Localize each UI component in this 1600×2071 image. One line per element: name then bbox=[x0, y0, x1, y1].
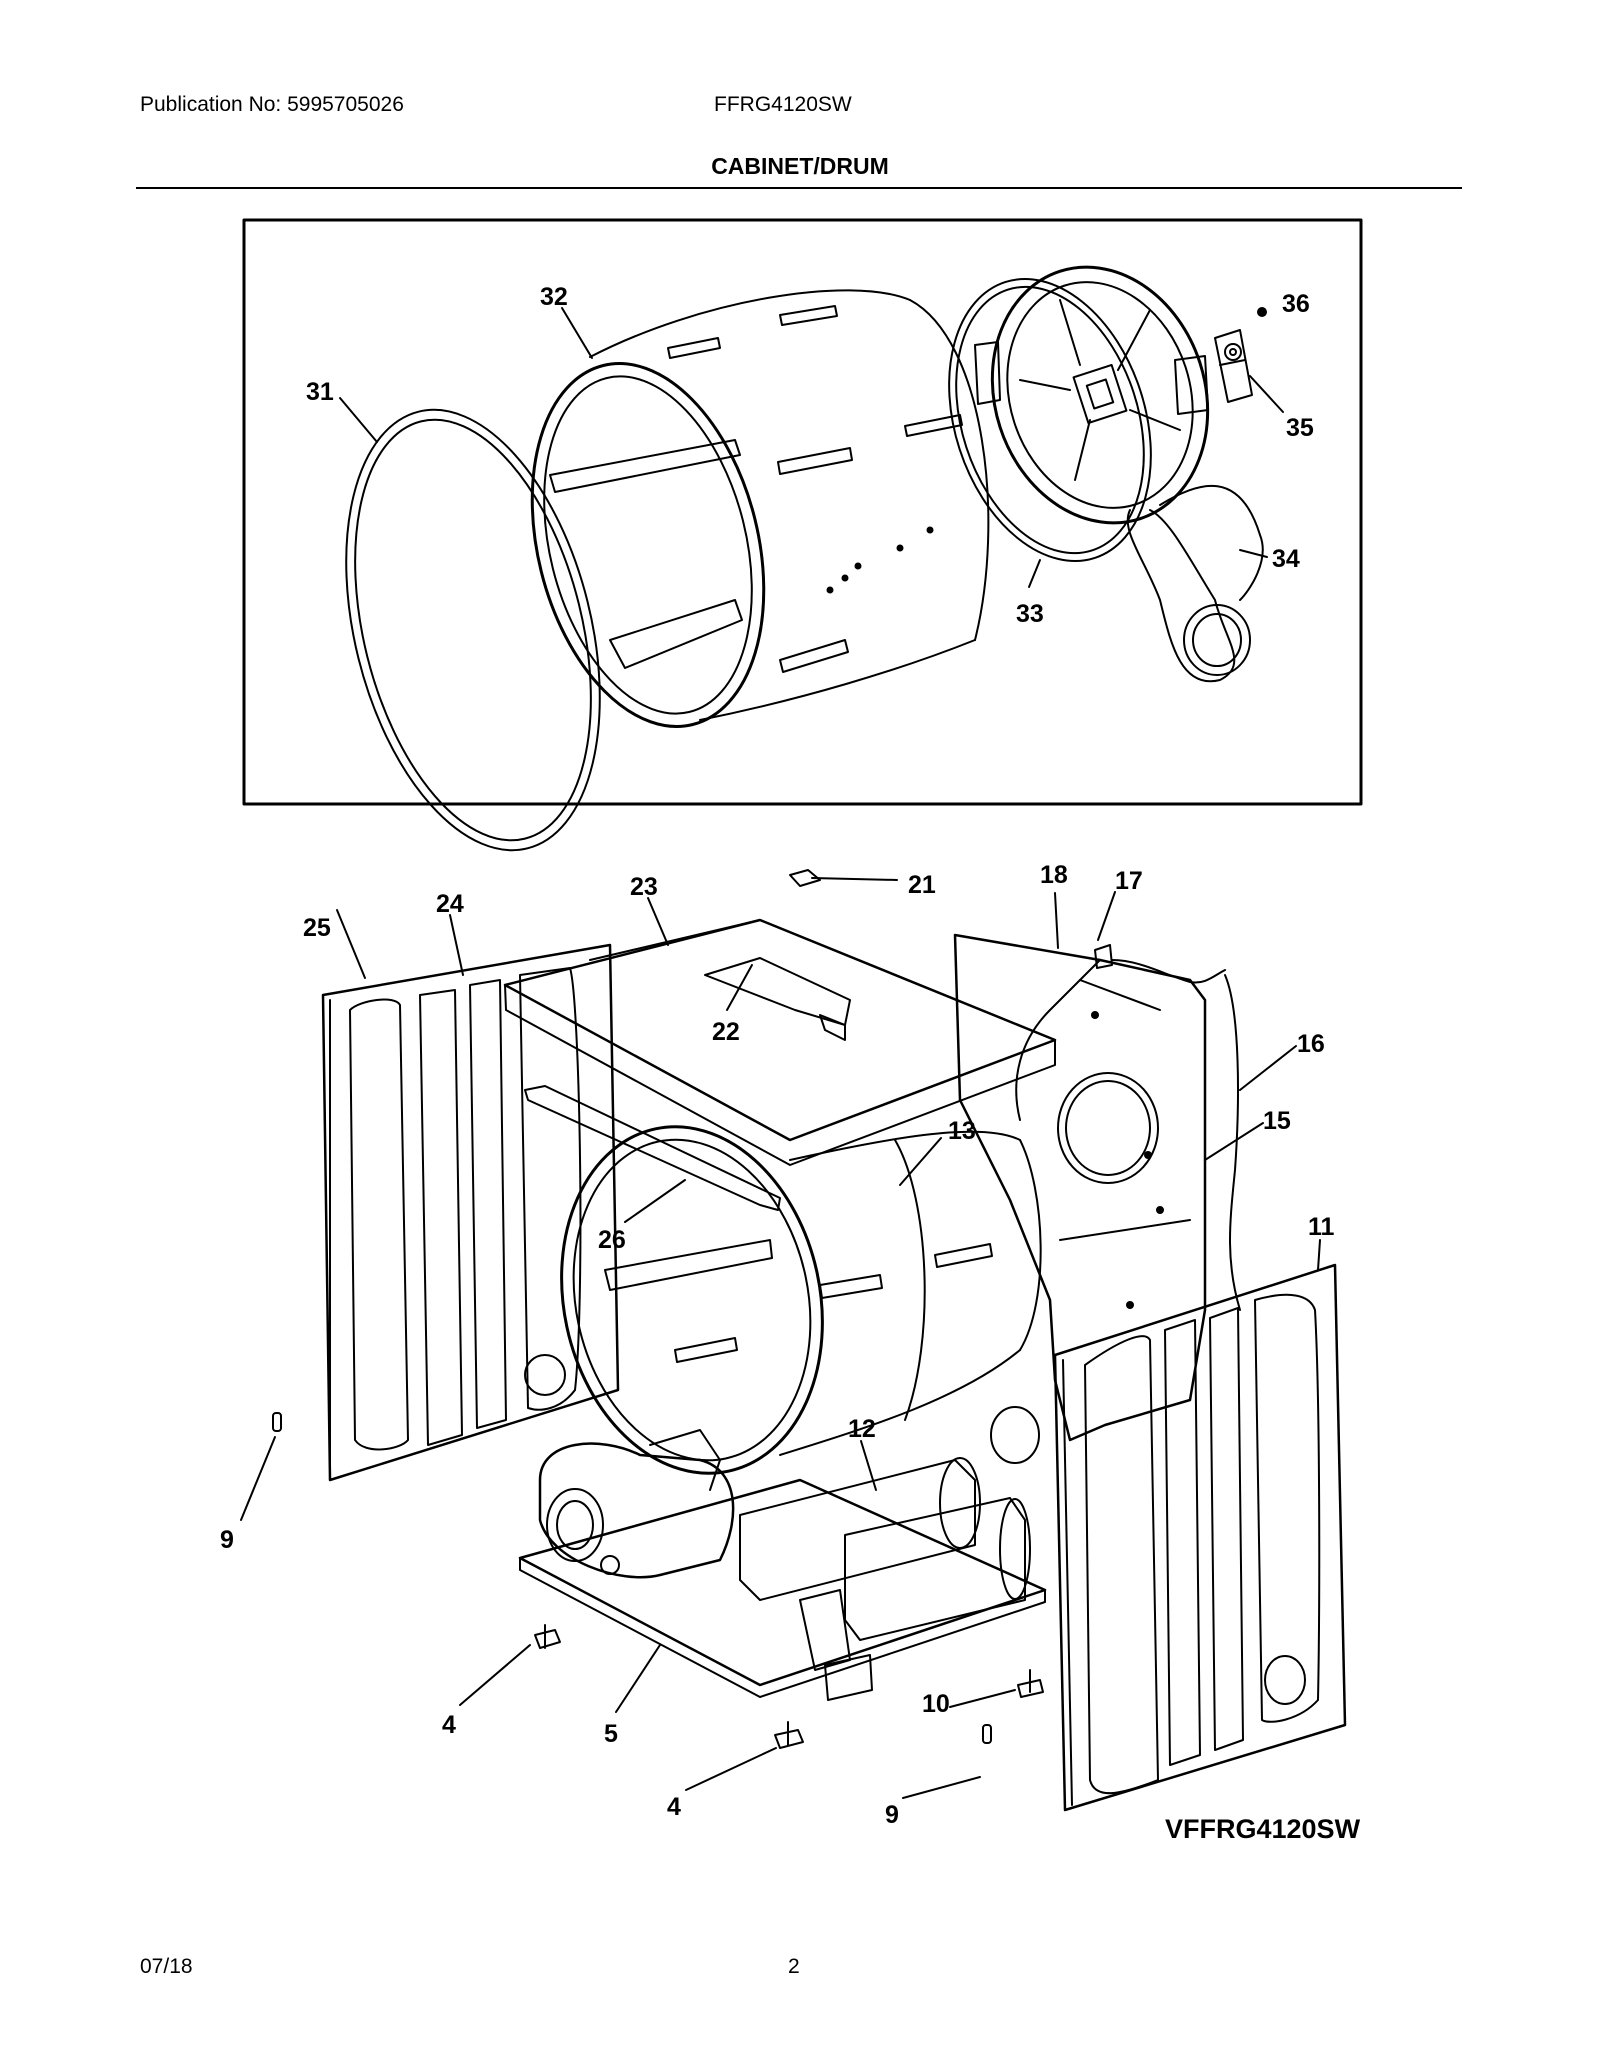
left-side-panel-24 bbox=[321, 943, 620, 1482]
right-side-panel-11 bbox=[1053, 1263, 1347, 1812]
idler-bracket-35 bbox=[1214, 329, 1253, 403]
front-brace-26 bbox=[524, 1085, 781, 1211]
leader-lines-top bbox=[339, 307, 1284, 588]
callout-26: 26 bbox=[598, 1226, 626, 1254]
callout-4-right: 4 bbox=[667, 1793, 681, 1821]
callout-23: 23 bbox=[630, 873, 658, 901]
glide-9-left bbox=[272, 1412, 282, 1432]
callout-12: 12 bbox=[848, 1415, 876, 1443]
callout-32: 32 bbox=[540, 283, 568, 311]
rear-panel-18 bbox=[953, 933, 1207, 1464]
callout-22: 22 bbox=[712, 1018, 740, 1046]
callout-5: 5 bbox=[604, 1720, 618, 1748]
drum-belt-34 bbox=[1126, 484, 1264, 683]
callout-35: 35 bbox=[1286, 414, 1314, 442]
page-number: 2 bbox=[788, 1955, 800, 1978]
rear-flange-16 bbox=[1224, 974, 1241, 1311]
callout-24: 24 bbox=[436, 890, 464, 918]
front-drum-seal-31 bbox=[345, 408, 601, 852]
callout-31: 31 bbox=[306, 378, 334, 406]
leveling-leg-4-left bbox=[534, 1624, 561, 1649]
callout-15: 15 bbox=[1263, 1107, 1291, 1135]
top-panel-23 bbox=[503, 918, 1057, 1166]
section-title: CABINET/DRUM bbox=[711, 153, 889, 179]
callout-4-left: 4 bbox=[442, 1711, 456, 1739]
rear-leg-10 bbox=[1017, 1669, 1044, 1698]
callout-34: 34 bbox=[1272, 545, 1300, 573]
glide-9-right bbox=[982, 1724, 992, 1744]
drum-32 bbox=[530, 289, 990, 728]
cabinet-drum-13 bbox=[560, 1125, 1042, 1475]
leveling-leg-4-right bbox=[774, 1721, 804, 1749]
screw-36 bbox=[1257, 307, 1267, 317]
callout-21: 21 bbox=[908, 871, 936, 899]
callout-9-left: 9 bbox=[220, 1526, 234, 1554]
model-number: FFRG4120SW bbox=[714, 93, 852, 116]
callout-16: 16 bbox=[1297, 1030, 1325, 1058]
header-rule bbox=[136, 187, 1462, 189]
callout-18: 18 bbox=[1040, 861, 1068, 889]
drum-rear-bulkhead bbox=[974, 265, 1210, 525]
callout-25: 25 bbox=[303, 914, 331, 942]
rear-drum-seal-33 bbox=[948, 278, 1152, 562]
top-bracket-22 bbox=[704, 957, 851, 1041]
drum-assembly-frame bbox=[242, 218, 1363, 806]
callout-36: 36 bbox=[1282, 290, 1310, 318]
blower-housing bbox=[538, 1429, 735, 1579]
wire-harness-17 bbox=[1094, 944, 1226, 984]
callout-13: 13 bbox=[948, 1117, 976, 1145]
gas-valve bbox=[799, 1589, 873, 1701]
leader-lines-bottom bbox=[240, 877, 1321, 1799]
base-5 bbox=[518, 1478, 1047, 1698]
callout-17: 17 bbox=[1115, 867, 1143, 895]
revision-date: 07/18 bbox=[140, 1955, 193, 1978]
lamp-bracket-21 bbox=[789, 869, 821, 887]
callout-9-right: 9 bbox=[885, 1801, 899, 1829]
diagram-id-stamp: VFFRG4120SW bbox=[1165, 1814, 1361, 1844]
callout-11: 11 bbox=[1308, 1213, 1335, 1241]
publication-number: Publication No: 5995705026 bbox=[140, 93, 404, 116]
callout-10: 10 bbox=[922, 1690, 950, 1718]
callout-33: 33 bbox=[1016, 600, 1044, 628]
